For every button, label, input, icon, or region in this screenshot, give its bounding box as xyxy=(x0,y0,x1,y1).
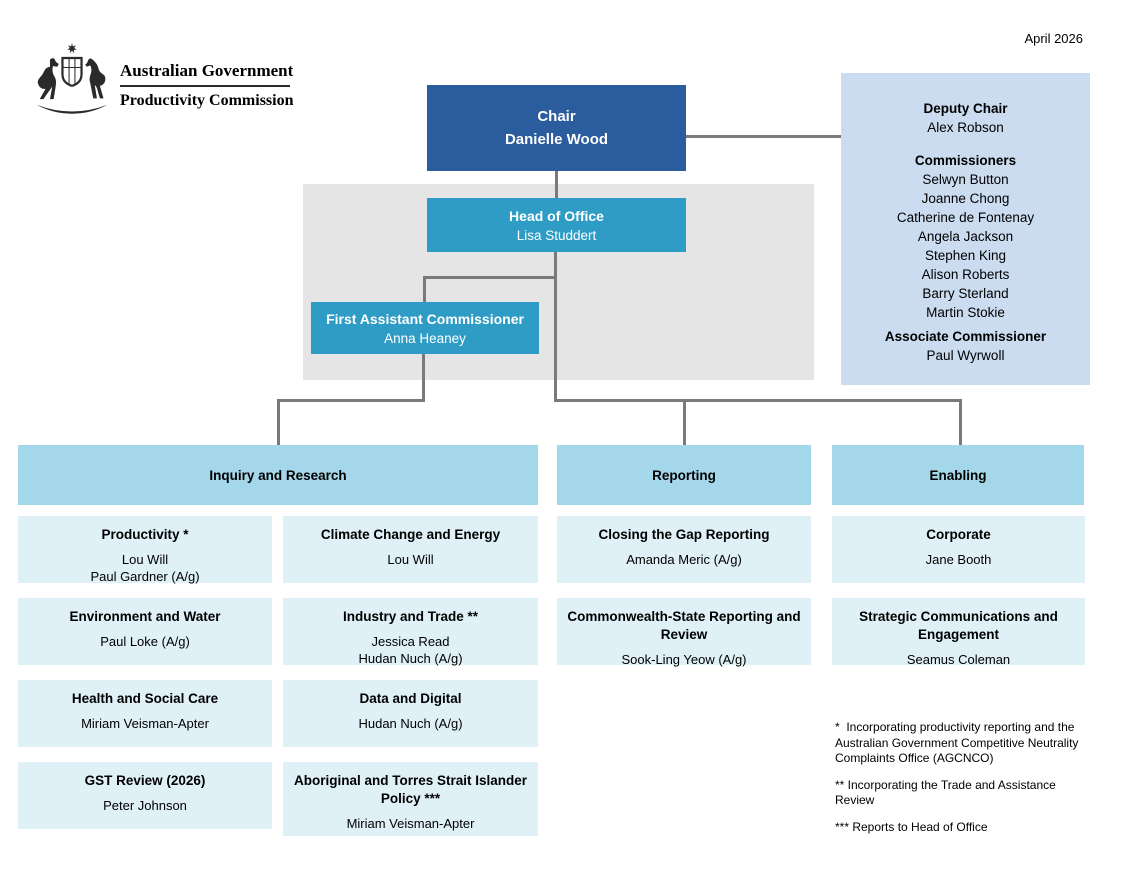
commissioner-name: Selwyn Button xyxy=(922,172,1009,187)
connector-enabling-drop xyxy=(959,399,962,445)
commissioner-name: Catherine de Fontenay xyxy=(896,210,1035,225)
commissioner-name: Joanne Chong xyxy=(921,191,1010,206)
division-title: Commonwealth-State Reporting and Review xyxy=(567,609,801,642)
division-title: Industry and Trade ** xyxy=(342,609,479,624)
division-lead: Lou Will xyxy=(387,552,434,567)
connector-inquiry-horizontal xyxy=(277,399,425,402)
division-lead: Jessica Read xyxy=(371,634,450,649)
coat-of-arms-icon xyxy=(28,40,116,120)
connector-to-fac-horizontal xyxy=(423,276,556,279)
division-lead: Miriam Veisman-Apter xyxy=(346,816,475,831)
division-title: Strategic Communications and Engagement xyxy=(859,609,1058,642)
connector-chair-to-head-of-office xyxy=(555,171,558,198)
division-lead: Peter Johnson xyxy=(103,798,187,813)
fac-title: First Assistant Commissioner xyxy=(326,310,524,327)
commissioner-name: Stephen King xyxy=(924,248,1007,263)
connector-chair-to-commissioners xyxy=(686,135,841,138)
date-label: April 2026 xyxy=(1024,31,1083,46)
commissioner-name: Barry Sterland xyxy=(922,286,1009,301)
commissioner-name: Alison Roberts xyxy=(921,267,1010,282)
connector-right-branch-horizontal xyxy=(554,399,962,402)
division-title: GST Review (2026) xyxy=(84,773,206,788)
commissioners-panel: Deputy Chair Alex Robson Commissioners S… xyxy=(841,73,1090,385)
division-title: Data and Digital xyxy=(359,691,462,706)
logo-divider xyxy=(120,85,290,87)
division-title: Aboriginal and Torres Strait Islander Po… xyxy=(293,773,528,806)
footnote-asterisk: * Incorporating productivity reporting a… xyxy=(835,720,1082,765)
division-lead: Paul Gardner (A/g) xyxy=(90,569,200,584)
division-lead: Miriam Veisman-Apter xyxy=(81,716,209,731)
division-title: Environment and Water xyxy=(69,609,221,624)
division-lead: Sook-Ling Yeow (A/g) xyxy=(621,652,747,667)
group-header-reporting: Reporting xyxy=(557,445,811,505)
commissioner-name: Martin Stokie xyxy=(926,305,1005,320)
connector-to-fac-vertical xyxy=(423,276,426,302)
logo-government-label: Australian Government xyxy=(120,61,294,80)
deputy-chair-label: Deputy Chair xyxy=(923,101,1008,116)
head-of-office-box: Head of Office Lisa Studdert xyxy=(427,198,686,252)
connector-reporting-drop xyxy=(683,399,686,445)
connector-inquiry-drop xyxy=(277,399,280,445)
division-aboriginal-and-torres-strait-islander-policy: Aboriginal and Torres Strait Islander Po… xyxy=(283,762,538,836)
division-productivity: Productivity * Lou Will Paul Gardner (A/… xyxy=(18,516,272,584)
head-of-office-title: Head of Office xyxy=(509,207,604,224)
chair-title: Chair xyxy=(537,108,576,125)
division-lead: Seamus Coleman xyxy=(906,652,1011,667)
division-industry-and-trade: Industry and Trade ** Jessica Read Hudan… xyxy=(283,598,538,666)
associate-commissioner-name: Paul Wyrwoll xyxy=(926,348,1005,363)
division-title: Climate Change and Energy xyxy=(320,527,501,542)
division-closing-the-gap-reporting: Closing the Gap Reporting Amanda Meric (… xyxy=(557,516,811,583)
division-gst-review: GST Review (2026) Peter Johnson xyxy=(18,762,272,829)
group-header-inquiry-and-research: Inquiry and Research xyxy=(18,445,538,505)
chair-box: Chair Danielle Wood xyxy=(427,85,686,171)
group-header-enabling: Enabling xyxy=(832,445,1084,505)
division-lead: Hudan Nuch (A/g) xyxy=(358,651,463,666)
logo-agency-label: Productivity Commission xyxy=(120,92,294,109)
footnotes: * Incorporating productivity reporting a… xyxy=(835,720,1093,846)
division-lead: Amanda Meric (A/g) xyxy=(626,552,742,567)
division-strategic-communications-and-engagement: Strategic Communications and Engagement … xyxy=(832,598,1085,667)
division-title: Productivity * xyxy=(101,527,189,542)
division-environment-and-water: Environment and Water Paul Loke (A/g) xyxy=(18,598,272,665)
associate-commissioner-label: Associate Commissioner xyxy=(884,329,1047,344)
division-title: Closing the Gap Reporting xyxy=(598,527,770,542)
commissioner-name: Angela Jackson xyxy=(917,229,1014,244)
fac-name: Anna Heaney xyxy=(384,330,466,346)
division-lead: Paul Loke (A/g) xyxy=(100,634,190,649)
connector-fac-down xyxy=(422,354,425,402)
head-of-office-name: Lisa Studdert xyxy=(516,227,597,243)
division-title: Corporate xyxy=(926,527,991,542)
first-assistant-commissioner-box: First Assistant Commissioner Anna Heaney xyxy=(311,302,539,354)
division-commonwealth-state-reporting-and-review: Commonwealth-State Reporting and Review … xyxy=(557,598,811,667)
division-data-and-digital: Data and Digital Hudan Nuch (A/g) xyxy=(283,680,538,747)
division-lead: Jane Booth xyxy=(925,552,992,567)
footnote-triple-asterisk: *** Reports to Head of Office xyxy=(835,819,988,834)
connector-head-of-office-down xyxy=(554,252,557,402)
footnote-double-asterisk: ** Incorporating the Trade and Assistanc… xyxy=(835,777,1060,808)
division-lead: Hudan Nuch (A/g) xyxy=(358,716,463,731)
division-corporate: Corporate Jane Booth xyxy=(832,516,1085,583)
chair-name: Danielle Wood xyxy=(504,131,609,148)
deputy-chair-name: Alex Robson xyxy=(927,120,1004,135)
division-climate-change-and-energy: Climate Change and Energy Lou Will xyxy=(283,516,538,583)
division-lead: Lou Will xyxy=(121,552,169,567)
logo-text: Australian Government Productivity Commi… xyxy=(120,61,294,110)
division-health-and-social-care: Health and Social Care Miriam Veisman-Ap… xyxy=(18,680,272,747)
commissioners-label: Commissioners xyxy=(914,153,1017,168)
division-title: Health and Social Care xyxy=(71,691,219,706)
